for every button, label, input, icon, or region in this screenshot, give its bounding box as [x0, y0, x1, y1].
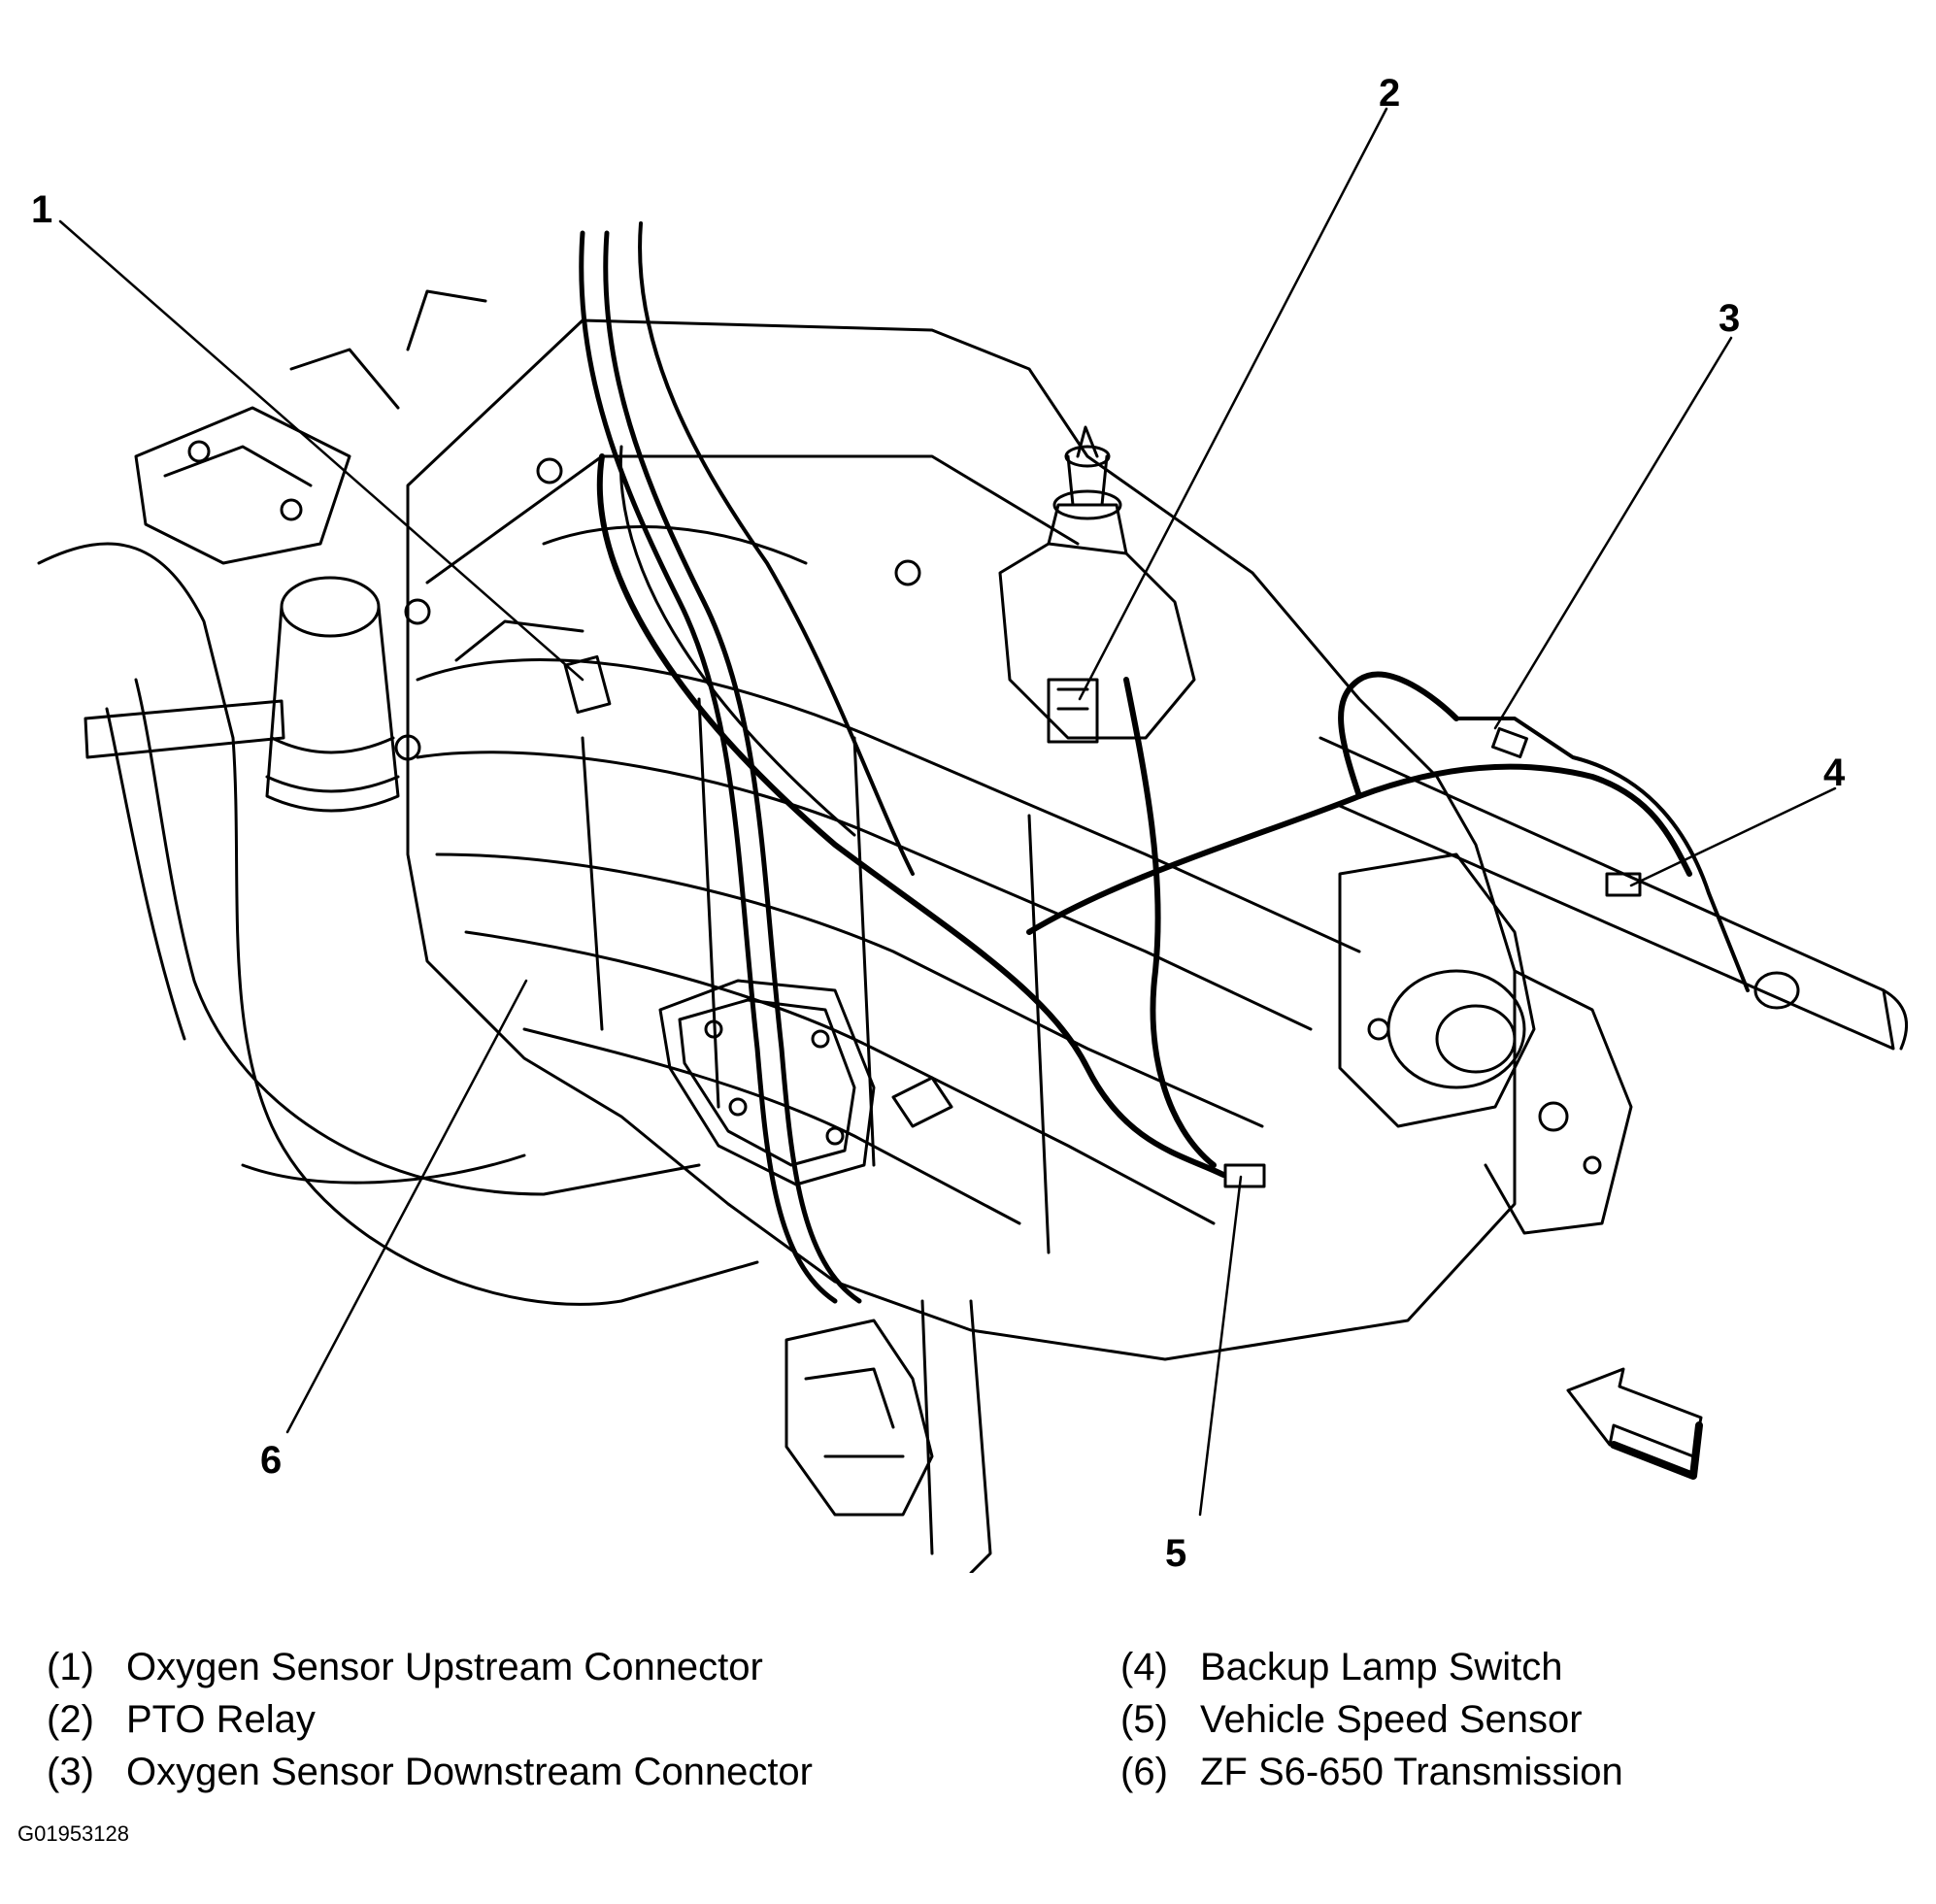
- legend-key: (5): [1120, 1698, 1168, 1741]
- legend-label: Backup Lamp Switch: [1200, 1646, 1563, 1688]
- cooler-lines: [579, 221, 915, 1304]
- legend-label: Vehicle Speed Sensor: [1200, 1698, 1583, 1741]
- callout-number-5: 5: [1165, 1532, 1187, 1575]
- canister: [265, 576, 400, 813]
- callout-number-4: 4: [1823, 752, 1846, 794]
- callout-number-1: 1: [31, 188, 53, 231]
- side-cover: [658, 979, 953, 1186]
- leader-line-4: [1629, 786, 1837, 887]
- speed-sensor: [1223, 1163, 1266, 1188]
- view-arrow-icon: [1566, 1367, 1703, 1480]
- transmission-illustration: [37, 107, 1909, 1573]
- leader-line-3: [1493, 336, 1733, 730]
- legend-label: Oxygen Sensor Upstream Connector: [126, 1646, 763, 1688]
- callout-number-3: 3: [1719, 297, 1741, 340]
- frame-rail: [1318, 736, 1909, 1051]
- legend-item-2: (2) PTO Relay: [47, 1693, 813, 1746]
- legend-key: (2): [47, 1698, 94, 1741]
- figure-id: G01953128: [17, 1821, 129, 1846]
- leader-line-2: [1078, 107, 1388, 701]
- legend-key: (6): [1120, 1751, 1168, 1793]
- crossmember-left: [83, 699, 285, 759]
- legend-right: (4) Backup Lamp Switch (5) Vehicle Speed…: [1120, 1641, 1623, 1798]
- legend-item-3: (3) Oxygen Sensor Downstream Connector: [47, 1746, 813, 1798]
- pto-relay: [1047, 678, 1099, 744]
- leader-line-6: [285, 979, 528, 1434]
- leader-lines: [58, 107, 1837, 1517]
- legend-key: (3): [47, 1751, 94, 1793]
- legend-item-4: (4) Backup Lamp Switch: [1120, 1641, 1623, 1693]
- legend-left: (1) Oxygen Sensor Upstream Connector (2)…: [47, 1641, 813, 1798]
- legend-key: (1): [47, 1646, 94, 1688]
- shift-tower: [998, 425, 1196, 740]
- upstream-connector: [563, 654, 612, 715]
- downstream-connector: [1490, 726, 1529, 759]
- legend-key: (4): [1120, 1646, 1168, 1688]
- lower-bracket: [784, 1299, 992, 1573]
- legend-item-6: (6) ZF S6-650 Transmission: [1120, 1746, 1623, 1798]
- legend-label: Oxygen Sensor Downstream Connector: [126, 1751, 813, 1793]
- legend-label: PTO Relay: [126, 1698, 316, 1741]
- legend-label: ZF S6-650 Transmission: [1200, 1751, 1623, 1793]
- backup-lamp-switch: [1605, 872, 1642, 897]
- upper-bracket: [134, 289, 487, 565]
- callout-number-6: 6: [260, 1439, 283, 1482]
- legend-item-1: (1) Oxygen Sensor Upstream Connector: [47, 1641, 813, 1693]
- legend-item-5: (5) Vehicle Speed Sensor: [1120, 1693, 1623, 1746]
- transmission-case: [394, 318, 1517, 1361]
- leader-line-1: [58, 219, 584, 682]
- callout-number-2: 2: [1379, 72, 1401, 115]
- wiring-harness: [596, 445, 1750, 1178]
- exhaust-pipe: [37, 542, 759, 1306]
- output-yoke: [1338, 852, 1633, 1235]
- leader-line-5: [1198, 1175, 1243, 1517]
